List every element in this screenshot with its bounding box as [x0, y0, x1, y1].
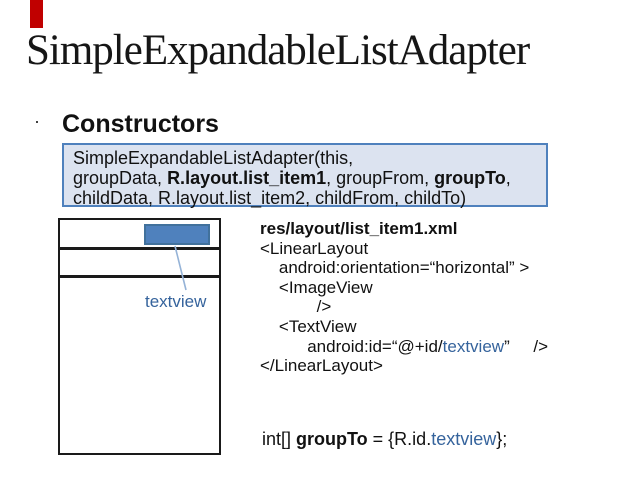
xml-filename: res/layout/list_item1.xml	[260, 219, 458, 238]
bold-groupTo: groupTo	[434, 168, 506, 188]
xml-line: android:orientation=“horizontal” >	[260, 258, 530, 278]
diagram-divider-1	[60, 247, 219, 250]
list-item-layout-diagram: textview	[58, 218, 221, 455]
bullet-marker: ·	[34, 111, 40, 131]
constructor-line-3: childData, R.layout.list_item2, childFro…	[73, 188, 467, 208]
xml-code-block: res/layout/list_item1.xml <LinearLayout …	[260, 219, 548, 376]
page-title: SimpleExpandableListAdapter	[26, 27, 530, 74]
xml-line: <TextView	[260, 316, 357, 336]
constructor-line-2: groupData, R.layout.list_item1, groupFro…	[73, 168, 511, 188]
diagram-textview-label: textview	[145, 292, 207, 311]
textview-id-token: textview	[442, 336, 505, 356]
section-heading: Constructors	[62, 110, 219, 138]
textview-highlight-rect	[144, 224, 210, 245]
xml-line: </LinearLayout>	[260, 356, 383, 376]
xml-line-android-id: android:id=“@+id/textview” />	[260, 336, 548, 356]
constructor-line-1: SimpleExpandableListAdapter(this,	[73, 148, 354, 168]
accent-bar	[30, 0, 43, 28]
xml-line: <LinearLayout	[260, 238, 369, 258]
connector-line	[174, 245, 187, 291]
diagram-divider-2	[60, 275, 219, 278]
xml-line: <ImageView	[260, 277, 373, 297]
java-groupto-line: int[] groupTo = {R.id.textview};	[262, 429, 508, 449]
textview-ref-token: textview	[431, 429, 497, 449]
bold-layout-ref: R.layout.list_item1	[167, 168, 327, 188]
bold-groupTo-java: groupTo	[296, 429, 368, 449]
xml-line: />	[260, 297, 332, 317]
constructor-code-box: SimpleExpandableListAdapter(this, groupD…	[62, 143, 548, 208]
